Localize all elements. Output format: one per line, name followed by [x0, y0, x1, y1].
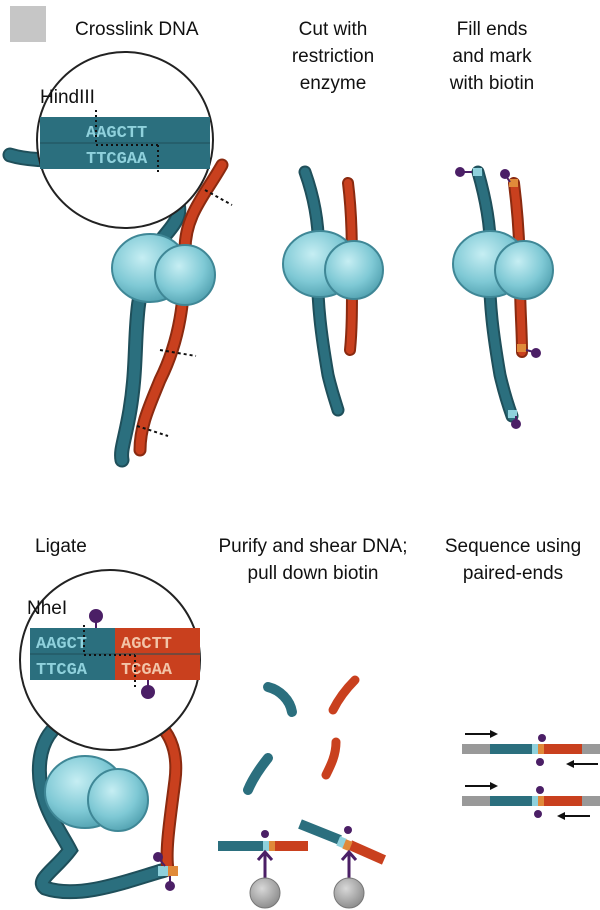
- step-label-cut-line2: restriction: [292, 46, 374, 67]
- biotin-marker: [165, 881, 175, 891]
- nhei-top-left-sequence: AAGCT: [36, 635, 87, 654]
- biotin-marker: [455, 167, 465, 177]
- step-label-fill-line2: and mark: [452, 46, 532, 67]
- nhei-top-right-sequence: AGCTT: [121, 635, 172, 654]
- cut-panel: [283, 172, 383, 410]
- step-label-cut-line1: Cut with: [299, 19, 368, 40]
- step-label-fill-line1: Fill ends: [457, 19, 528, 40]
- crosslink-panel: AAGCTT TTCGAA: [10, 52, 232, 460]
- sequence-panel: [462, 730, 600, 820]
- biotin-marker: [141, 685, 155, 699]
- biotin-marker: [511, 419, 521, 429]
- nhei-bottom-right-sequence: TCGAA: [121, 661, 173, 680]
- enzyme-label-hindiii: HindIII: [40, 87, 95, 108]
- step-label-ligate: Ligate: [35, 536, 87, 557]
- biotin-marker: [89, 609, 103, 623]
- hindiii-bottom-sequence: TTCGAA: [86, 150, 148, 169]
- step-label-cut-line3: enzyme: [300, 73, 367, 94]
- biotin-marker: [531, 348, 541, 358]
- step-label-crosslink: Crosslink DNA: [75, 19, 199, 40]
- purify-panel: [218, 680, 384, 908]
- fill-panel: [453, 167, 553, 429]
- streptavidin-bead: [250, 878, 280, 908]
- panel-marker-square: [10, 6, 46, 42]
- streptavidin-bead: [334, 878, 364, 908]
- biotin-marker: [153, 852, 163, 862]
- nhei-bottom-left-sequence: TTCGA: [36, 661, 88, 680]
- step-label-sequence-line1: Sequence using: [445, 536, 581, 557]
- step-label-purify-line2: pull down biotin: [248, 563, 379, 584]
- biotin-marker: [500, 169, 510, 179]
- enzyme-label-nhei: NheI: [27, 598, 67, 619]
- step-label-fill-line3: with biotin: [449, 73, 535, 94]
- step-label-purify-line1: Purify and shear DNA;: [218, 536, 407, 557]
- step-label-sequence-line2: paired-ends: [463, 563, 563, 584]
